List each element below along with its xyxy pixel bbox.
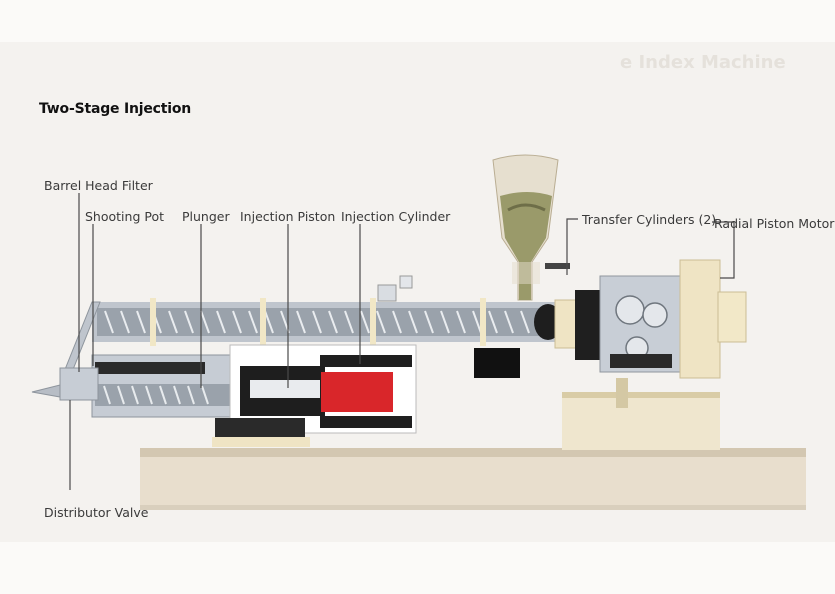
drive-foot: [616, 378, 628, 408]
label-distributor-valve: Distributor Valve: [44, 505, 149, 520]
screw-flights: [104, 310, 530, 334]
shooting-pot-top-rod: [95, 362, 205, 374]
hopper-throat: [512, 262, 540, 284]
spacer-block: [474, 348, 520, 378]
drive-pedestal-edge: [562, 392, 720, 398]
injection-cylinder-top: [320, 355, 412, 367]
machine-base-shadow: [140, 505, 806, 510]
injection-chamber: [321, 372, 393, 412]
distributor-body: [59, 367, 99, 401]
motor-cap: [717, 291, 747, 343]
label-plunger: Plunger: [182, 209, 230, 224]
background-heading: e Index Machine: [620, 52, 786, 73]
hopper-flow: [507, 203, 546, 212]
motor-body: [679, 259, 721, 379]
label-transfer-cylinders: Transfer Cylinders (2): [582, 212, 717, 227]
nozzle-tip: [31, 384, 61, 398]
drive-base-parts: [610, 354, 672, 368]
barrel-fitting-2: [399, 275, 413, 289]
drive-gears: [615, 295, 668, 360]
leader-lines: [69, 193, 735, 490]
label-barrel-head-filter: Barrel Head Filter: [44, 178, 153, 193]
hopper-pellets: [500, 192, 552, 300]
machine-base-top: [140, 448, 806, 457]
machine-base: [140, 448, 806, 510]
drive-pedestal: [562, 392, 720, 450]
transfer-cylinder-rod: [545, 263, 570, 269]
injection-piston-rod: [250, 380, 320, 398]
label-shooting-pot: Shooting Pot: [85, 209, 164, 224]
barrel-fitting: [377, 284, 397, 302]
plunger-flights: [103, 385, 209, 405]
label-injection-cylinder: Injection Cylinder: [341, 209, 451, 224]
page-title: Two-Stage Injection: [39, 101, 192, 117]
heater-bands: [150, 298, 486, 346]
injection-base-plate: [212, 437, 310, 447]
injection-clamp-base: [215, 418, 305, 440]
label-radial-piston-motor: Radial Piston Motor: [714, 216, 835, 231]
label-injection-piston: Injection Piston: [240, 209, 336, 224]
injection-cylinder-bottom: [320, 416, 412, 428]
